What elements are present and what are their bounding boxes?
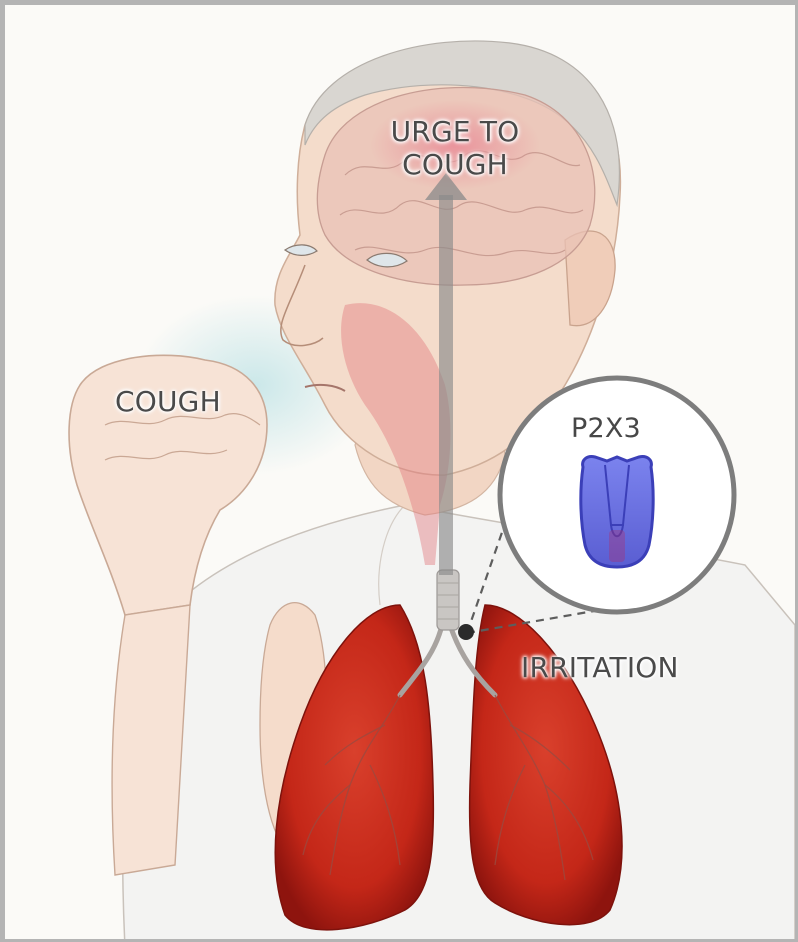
irritation-label: IRRITATION (521, 651, 679, 684)
cough-label: COUGH (115, 385, 221, 418)
urge-to-cough-label: URGE TO COUGH (375, 115, 535, 181)
irritation-point (458, 624, 474, 640)
trachea (437, 570, 459, 630)
urge-line-1: URGE TO (375, 115, 535, 148)
urge-line-2: COUGH (375, 148, 535, 181)
signal-arrow-shaft (439, 195, 453, 575)
p2x3-label: P2X3 (571, 413, 641, 444)
p2x3-receptor-icon (581, 457, 653, 567)
